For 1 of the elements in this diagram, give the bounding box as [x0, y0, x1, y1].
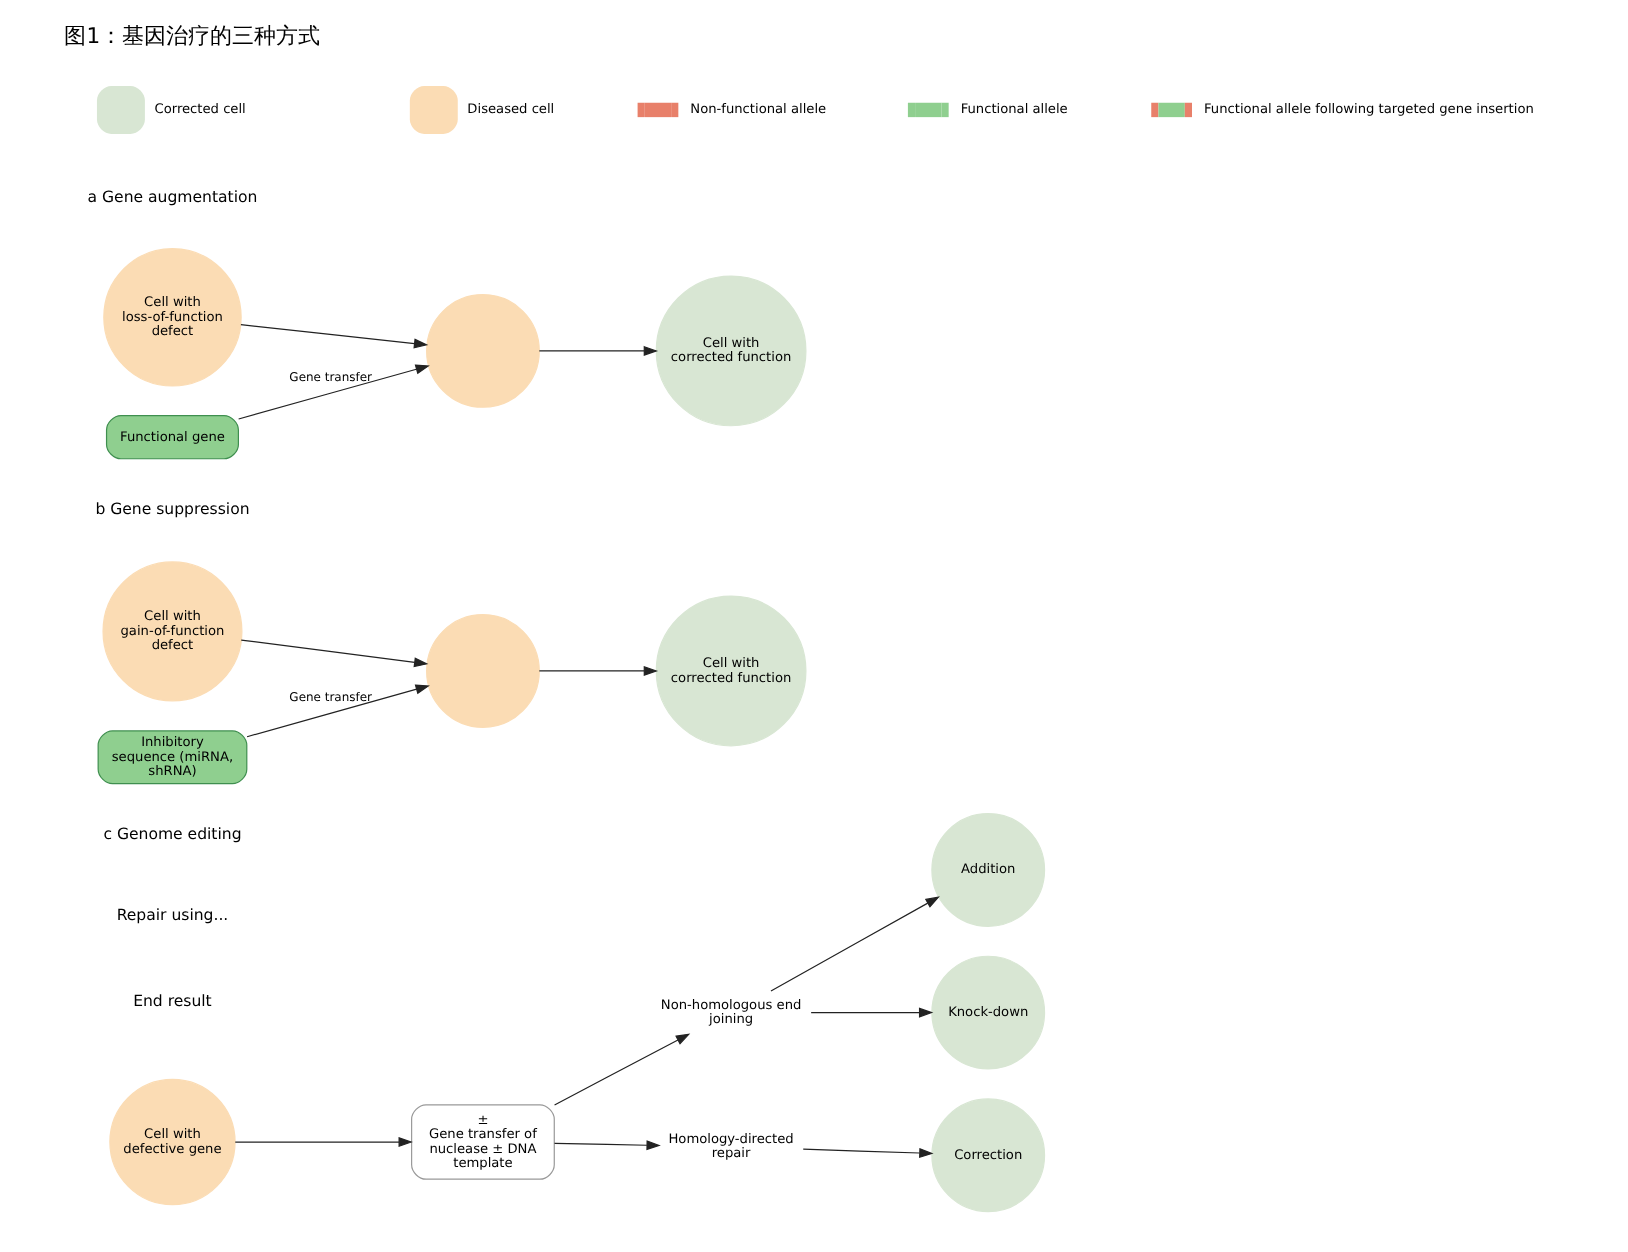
diagram-title: 图1：基因治疗的三种方式	[63, 23, 320, 50]
